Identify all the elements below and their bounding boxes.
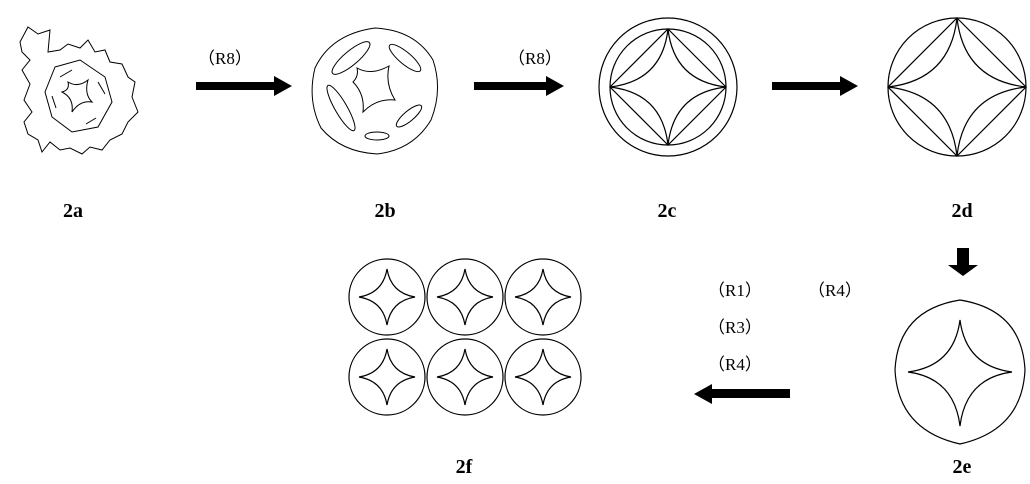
rule-label-d-to-e: （R4） — [808, 281, 862, 300]
figure-2b-sketch — [311, 27, 438, 155]
figure-label-2e: 2e — [952, 456, 972, 478]
figure-2e-motif — [894, 299, 1026, 445]
figure-label-2b: 2b — [374, 200, 396, 222]
tile-star — [514, 268, 572, 326]
figure-2d-motif — [887, 17, 1027, 157]
arrow-down-icon — [948, 248, 978, 276]
tile-star — [436, 348, 494, 406]
tile-star — [358, 348, 416, 406]
tile-star — [514, 348, 572, 406]
rule-label-e-to-f-2: （R3） — [708, 318, 762, 337]
arrow-left-icon — [694, 384, 790, 404]
rule-label-e-to-f-3: （R4） — [708, 355, 762, 374]
arrow-right-icon — [196, 76, 292, 96]
arrow-right-icon — [772, 76, 858, 96]
rule-label-e-to-f-1: （R1） — [708, 281, 762, 300]
figure-2c-motif — [598, 17, 738, 157]
tile-star — [358, 268, 416, 326]
figure-label-2f: 2f — [455, 456, 473, 478]
tile-circle — [504, 338, 582, 416]
tile-circle — [426, 258, 504, 336]
tile-circle — [426, 338, 504, 416]
figure-2a-sketch — [19, 26, 139, 155]
rule-label-b-to-c: （R8） — [508, 49, 562, 68]
arrow-right-icon — [474, 76, 564, 96]
figure-2f-pattern — [348, 258, 582, 416]
figure-label-2d: 2d — [951, 200, 973, 222]
figure-label-2c: 2c — [657, 200, 677, 222]
tile-star — [436, 268, 494, 326]
rule-label-a-to-b: （R8） — [198, 49, 252, 68]
tile-circle — [504, 258, 582, 336]
tile-circle — [348, 258, 426, 336]
tile-circle — [348, 338, 426, 416]
figure-label-2a: 2a — [63, 200, 83, 222]
